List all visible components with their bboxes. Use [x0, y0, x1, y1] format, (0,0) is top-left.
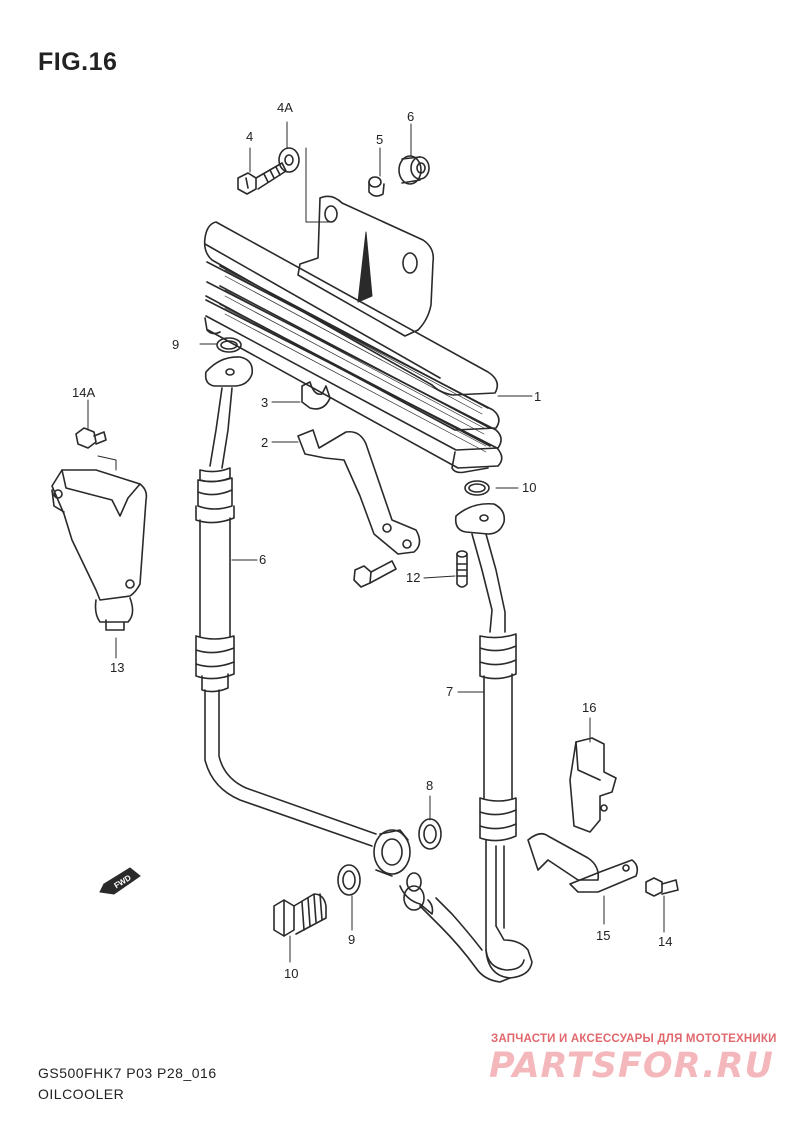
callout-10-upper: 9	[172, 337, 179, 352]
callout-9-upper: 8	[426, 778, 433, 793]
gasket-9-lower-part	[337, 864, 361, 896]
o-ring-upper-part	[216, 337, 242, 353]
figure-title: FIG.16	[38, 48, 118, 76]
callout-11: 10	[284, 966, 298, 981]
union-bolt-11-part	[273, 893, 327, 937]
washer-4a-part	[278, 147, 300, 173]
oil-hose-7-part	[195, 356, 434, 915]
callout-15: 15	[596, 928, 610, 943]
callout-16: 16	[582, 700, 596, 715]
callout-9-lower: 9	[348, 932, 355, 947]
part-callouts: 4 4A 5 6 1 3 2 9 10 12 6 7 8 9 10 14A 13…	[72, 100, 672, 981]
grommet-6-part	[398, 155, 430, 185]
callout-2: 2	[261, 435, 268, 450]
spacer-5-part	[368, 176, 385, 197]
hose-clamp-16-part	[569, 737, 617, 833]
bolt-12-part	[456, 550, 468, 588]
callout-13: 13	[110, 660, 124, 675]
clamp-3-part	[301, 381, 331, 410]
oil-cooler-part	[203, 195, 503, 474]
bolt-14-part	[645, 877, 679, 897]
callout-4a: 4A	[277, 100, 293, 115]
figure-model-code: GS500FHK7 P03 P28_016	[38, 1065, 217, 1081]
callout-12: 12	[406, 570, 420, 585]
bolt-flange-part	[353, 560, 397, 588]
callout-14: 14	[658, 934, 672, 949]
callout-4: 4	[246, 129, 253, 144]
callout-6: 6	[407, 109, 414, 124]
callout-7: 6	[259, 552, 266, 567]
callout-14a: 14A	[72, 385, 95, 400]
callout-5: 5	[376, 132, 383, 147]
bolt-4-part	[237, 162, 287, 195]
callout-3: 3	[261, 395, 268, 410]
o-ring-lower-part	[464, 480, 490, 496]
hose-clamp-13-part	[51, 427, 148, 631]
fwd-arrow-icon: FWD	[99, 867, 141, 895]
leader-lines	[87, 121, 665, 963]
watermark-brand: PARTSFOR.RU	[489, 1046, 774, 1086]
gasket-9-upper-part	[418, 818, 442, 850]
callout-10-lower: 10	[522, 480, 536, 495]
callout-1: 1	[534, 389, 541, 404]
figure-section-name: OILCOOLER	[38, 1086, 125, 1102]
bracket-2-part	[297, 429, 421, 555]
watermark-tagline: ЗАПЧАСТИ И АКСЕССУАРЫ ДЛЯ МОТОТЕХНИКИ	[491, 1033, 777, 1045]
callout-8: 7	[446, 684, 453, 699]
oil-hose-8-part	[419, 502, 533, 983]
hose-clamp-bracket-15-part	[527, 832, 639, 893]
